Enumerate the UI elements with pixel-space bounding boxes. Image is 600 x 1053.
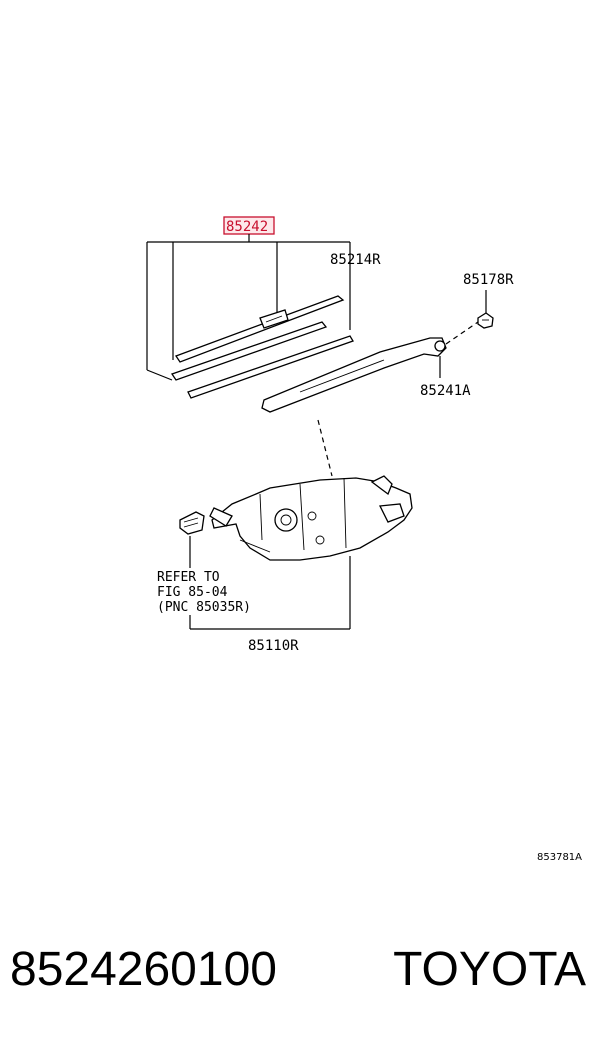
nut-illustration — [477, 312, 494, 329]
wiper-motor-illustration — [179, 475, 413, 561]
refer-line-1: REFER TO — [157, 570, 220, 585]
refer-line-2: FIG 85-04 — [157, 585, 228, 600]
blade-assembly-leader — [146, 234, 351, 381]
label-85241a[interactable]: 85241A — [420, 383, 471, 399]
wiper-blade-illustration — [170, 295, 354, 399]
illustration-id: 853781A — [537, 852, 582, 863]
label-85178r[interactable]: 85178R — [463, 272, 514, 288]
label-85242[interactable]: 85242 — [226, 219, 268, 235]
label-85110r[interactable]: 85110R — [248, 638, 299, 654]
label-85242-group[interactable]: 85242 — [223, 216, 275, 235]
refer-line-3: (PNC 85035R) — [157, 600, 251, 615]
footer: 8524260100 TOYOTA — [0, 938, 600, 1008]
part-number: 8524260100 — [10, 943, 277, 996]
arm-to-motor-dashed — [317, 419, 333, 477]
motor-leader — [189, 556, 351, 630]
wiper-arm-illustration — [261, 321, 479, 413]
label-85214r[interactable]: 85214R — [330, 252, 381, 268]
brand-name: TOYOTA — [393, 943, 586, 996]
